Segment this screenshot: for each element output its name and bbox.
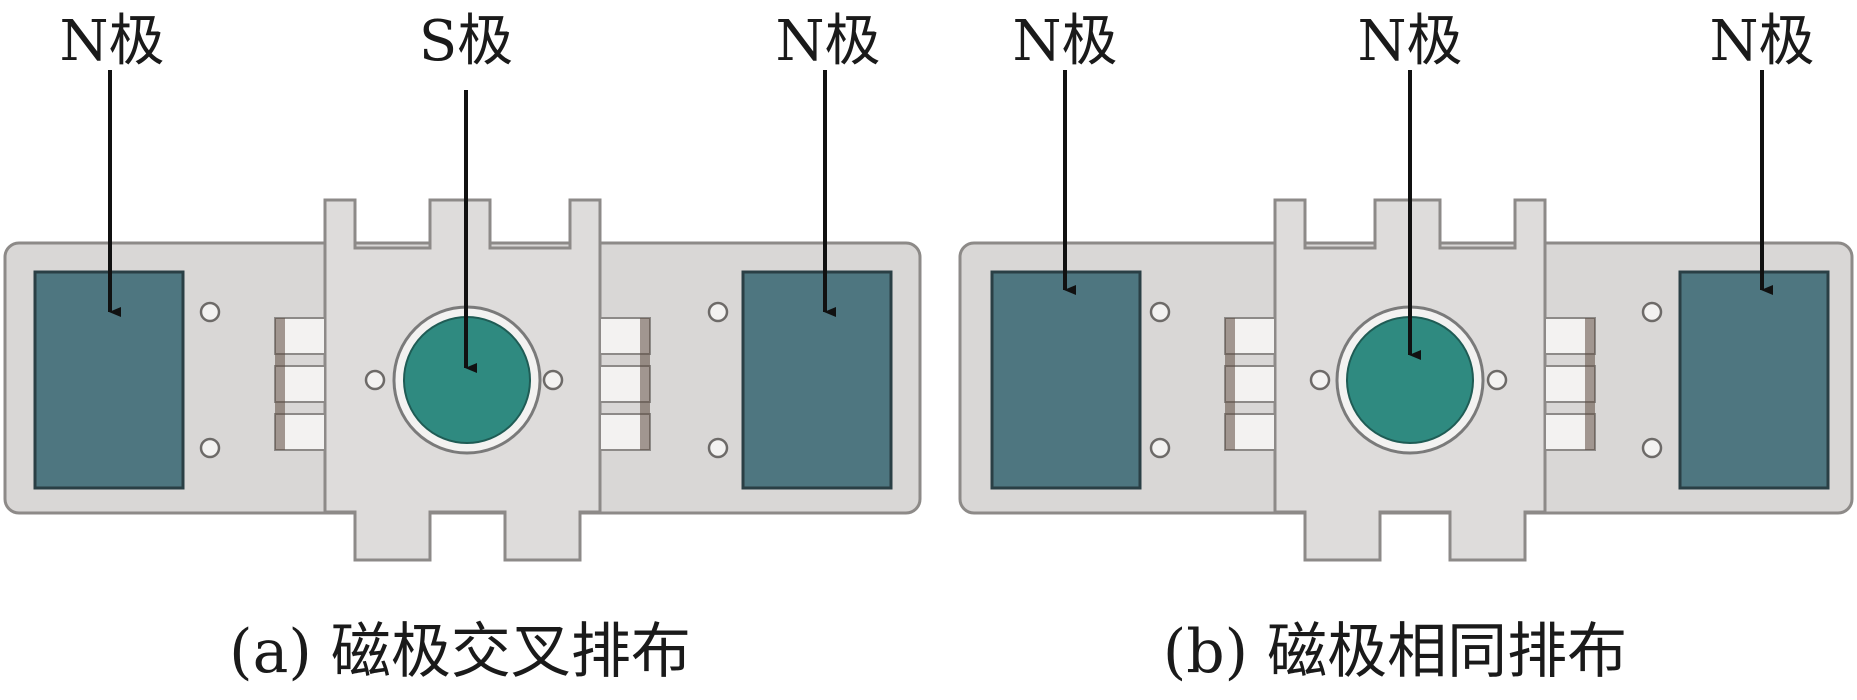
panel-a-left-slots	[274, 317, 326, 451]
panel-b-left-magnet	[990, 270, 1142, 490]
panel-a-right-slots	[599, 317, 651, 451]
panel-b-arrows	[1063, 70, 1773, 360]
panel-a-label-2: S极	[419, 9, 513, 74]
panel-a-right-magnet	[741, 270, 893, 490]
panel-b-caption: (b) 磁极相同排布	[1163, 617, 1627, 687]
panel-b-holes	[1149, 301, 1663, 459]
panel-a-holes	[199, 301, 729, 459]
panel-b-left-slots	[1224, 317, 1276, 451]
panel-a-label-1: N极	[60, 9, 165, 74]
panel-b-magnets	[990, 270, 1830, 490]
panel-a: N极 S极 N极 (a) 磁极交叉排布	[3, 9, 922, 687]
panel-a-label-3: N极	[776, 9, 881, 74]
panel-b-right-magnet	[1678, 270, 1830, 490]
panel-b-label-2: N极	[1358, 9, 1463, 74]
panel-b-right-slots	[1544, 317, 1596, 451]
panel-b-label-1: N极	[1013, 9, 1118, 74]
panel-a-arrows	[108, 70, 836, 373]
panel-a-caption: (a) 磁极交叉排布	[229, 617, 691, 687]
panel-b: N极 N极 N极 (b) 磁极相同排布	[958, 9, 1854, 687]
panel-b-label-3: N极	[1710, 9, 1815, 74]
